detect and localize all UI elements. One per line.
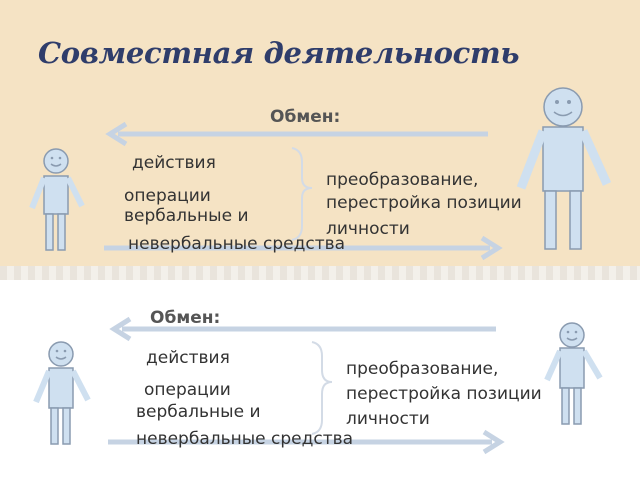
bottom-transform-line3: личности (346, 409, 430, 429)
top-transform-line3: личности (326, 219, 410, 239)
panel-divider (0, 266, 640, 280)
bottom-left-person-icon (33, 341, 91, 445)
top-small-person-icon (29, 148, 85, 251)
top-large-person-icon (516, 87, 612, 250)
bottom-exchange-label: Обмен: (150, 308, 221, 328)
top-transform-line2: перестройка позиции (326, 193, 522, 213)
slide-title: Совместная деятельность (38, 36, 520, 70)
bottom-transform-line1: преобразование, (346, 359, 499, 379)
top-brace (291, 147, 313, 241)
top-operations-line1: операции (124, 186, 211, 206)
top-arrow-right (104, 235, 503, 261)
bottom-right-person-icon (544, 322, 603, 425)
top-exchange-label: Обмен: (270, 107, 341, 127)
bottom-operations-line2: вербальные и (136, 402, 261, 422)
top-actions-text: действия (132, 153, 216, 173)
bottom-arrow-right (108, 429, 505, 455)
top-transform-line1: преобразование, (326, 170, 479, 190)
bottom-actions-text: действия (146, 348, 230, 368)
bottom-arrow-left (109, 316, 496, 342)
top-operations-line2: вербальные и (124, 206, 249, 226)
bottom-brace (311, 341, 333, 435)
bottom-operations-line1: операции (144, 380, 231, 400)
bottom-operations-line3: невербальные средства (136, 429, 354, 449)
top-arrow-left (105, 121, 488, 147)
bottom-transform-line2: перестройка позиции (346, 384, 542, 404)
top-operations-line3: невербальные средства (128, 234, 346, 254)
